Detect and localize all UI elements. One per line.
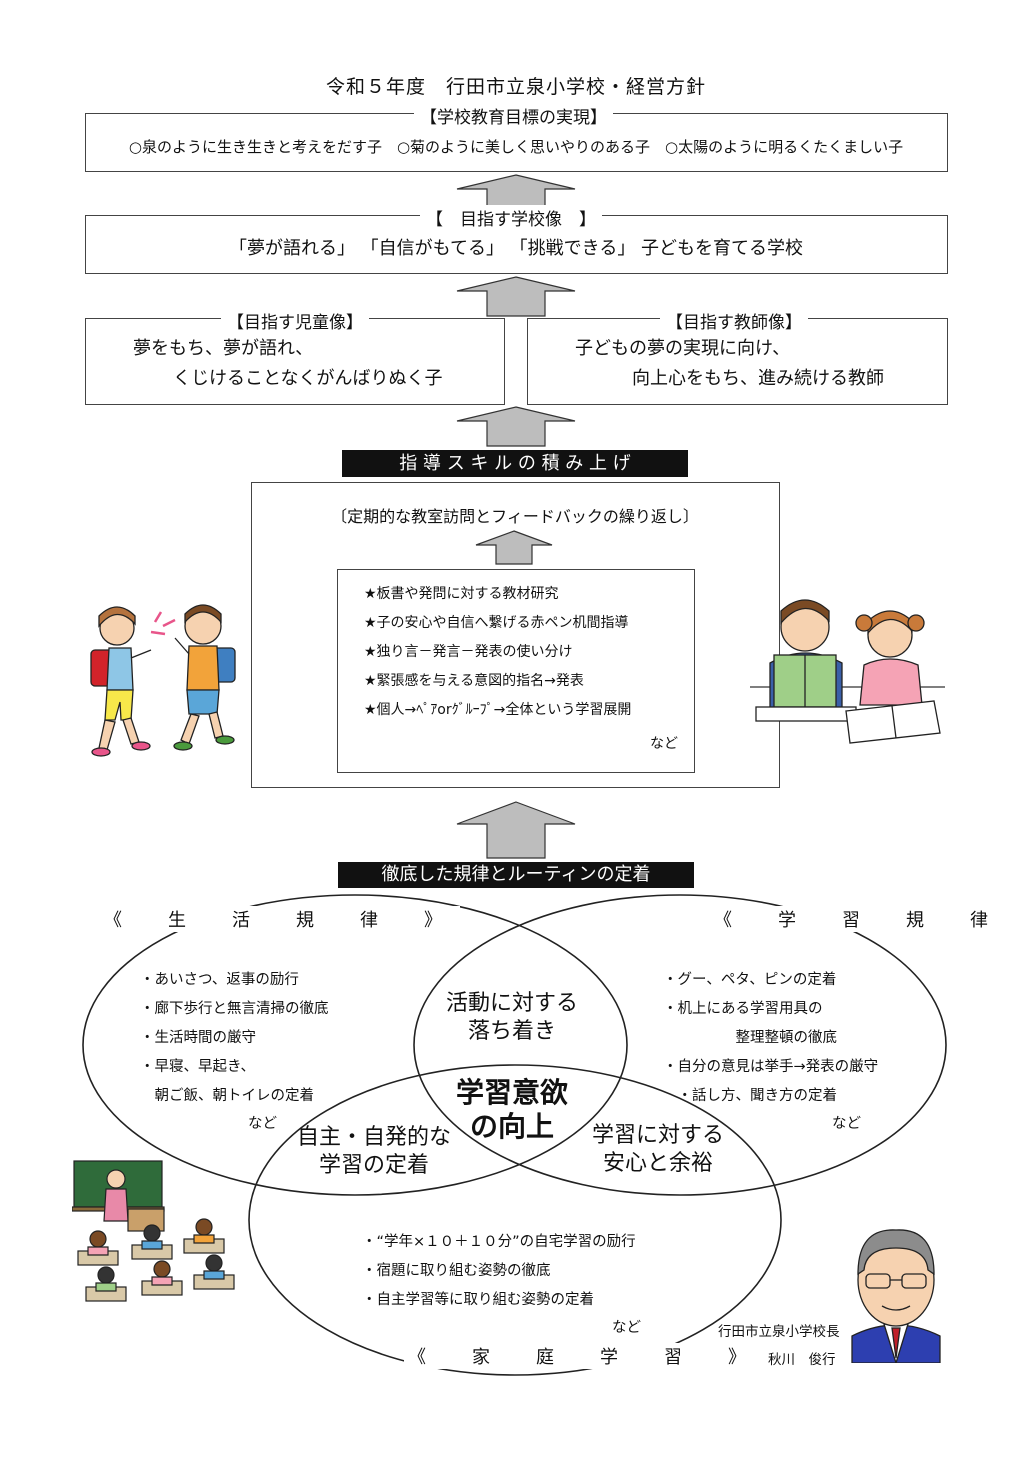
skills-box: 〔定期的な教室訪問とフィードバックの繰り返し〕 ★板書や発問に対する教材研究 ★… [251,482,780,788]
overlap-life-study-line-1: 活動に対する [445,991,578,1016]
study-rule-item: ・机上にある学習用具の [663,1001,823,1017]
goals-box: ○泉のように生き生きと考えをだす子 ○菊のように美しく思いやりのある子 ○太陽の… [85,113,948,172]
goals-heading: 【学校教育目標の実現】 [414,103,613,128]
skills-bar: 指 導 ス キ ル の 積 み 上 げ [342,450,688,477]
overlap-study-home-line-1: 学習に対する [591,1123,724,1148]
routine-bar: 徹底した規律とルーティンの定着 [338,862,694,888]
overlap-center-line-2: の向上 [469,1110,554,1143]
school-vision-heading: 【 目指す学校像 】 [420,205,602,230]
life-rules-title: 《 生 活 規 律 》 [100,906,460,932]
overlap-center-line-1: 学習意欲 [455,1076,568,1109]
goals-text: ○泉のように生き生きと考えをだす子 ○菊のように美しく思いやりのある子 ○太陽の… [128,138,904,156]
skill-item: ★子の安心や自信へ繋げる赤ペン机間指導 [364,615,629,631]
venn-circle-life [82,894,628,1196]
home-study-etc: など [612,1320,641,1336]
skills-subtitle: 〔定期的な教室訪問とフィードバックの繰り返し〕 [331,507,699,526]
overlap-study-home: 学習に対する 安心と余裕 [578,1122,738,1178]
arrow-up-icon [456,276,576,317]
arrow-up-icon [475,530,553,565]
overlap-life-home-line-2: 学習の定着 [318,1153,429,1178]
study-rule-item: ・話し方、聞き方の定着 [663,1088,837,1104]
principal-portrait [851,1229,941,1363]
skill-item: ★板書や発問に対する教材研究 [364,586,559,602]
venn-circle-home [248,1064,782,1376]
home-study-item: ・宿題に取り組む姿勢の徹底 [362,1263,551,1279]
page-title: 令和５年度 行田市立泉小学校・経営方針 [325,76,706,98]
life-rule-item: ・廊下歩行と無言清掃の徹底 [140,1001,329,1017]
child-ideal-heading: 【目指す児童像】 [221,308,369,333]
overlap-center: 学習意欲 の向上 [432,1076,592,1144]
study-rules-title: 《 学 習 規 律 》 [710,906,1032,932]
study-rules-etc: など [832,1116,861,1132]
school-vision-text: 「夢が語れる」 「自信がもてる」 「挑戦できる」 子どもを育てる学校 [228,238,804,259]
home-study-item: ・“学年×１０＋１０分”の自宅学習の励行 [362,1234,636,1250]
child-ideal-line-1: 夢をもち、夢が語れ、 [133,338,314,359]
signature-name: 秋川 俊行 [768,1352,836,1368]
children-greeting-illustration [90,604,236,757]
life-rule-item: ・早寝、早起き、 [140,1059,255,1075]
venn-circle-study [413,894,947,1196]
overlap-study-home-line-2: 安心と余裕 [602,1151,713,1176]
life-rules-etc: など [248,1116,277,1132]
child-ideal-line-2: くじけることなくがんばりぬく子 [173,368,443,389]
study-rule-item: ・自分の意見は挙手→発表の厳守 [663,1059,879,1075]
life-rule-item: 朝ご飯、朝トイレの定着 [140,1088,314,1104]
home-study-title: 《 家 庭 学 習 》 [404,1343,764,1369]
home-study-item: ・自主学習等に取り組む姿勢の定着 [362,1292,594,1308]
children-reading-illustration [750,599,945,744]
life-rule-item: ・あいさつ、返事の励行 [140,972,299,988]
teacher-ideal-box: 子どもの夢の実現に向け、 向上心をもち、進み続ける教師 [527,318,948,405]
study-rule-item: 整理整頓の徹底 [663,1030,837,1046]
teacher-ideal-heading: 【目指す教師像】 [660,308,808,333]
skills-list-box: ★板書や発問に対する教材研究 ★子の安心や自信へ繋げる赤ペン机間指導 ★独り言－… [337,569,695,773]
skills-etc: など [650,736,678,752]
skill-item: ★個人→ﾍﾟｱorｸﾞﾙｰﾌﾟ→全体という学習展開 [364,702,632,718]
arrow-up-icon [456,801,576,859]
overlap-life-study-line-2: 落ち着き [467,1019,556,1044]
study-rule-item: ・グー、ペタ、ピンの定着 [663,972,837,988]
skill-item: ★独り言－発言－発表の使い分け [364,644,573,660]
arrow-up-icon [456,406,576,447]
skill-item: ★緊張感を与える意図的指名→発表 [364,673,584,689]
teacher-ideal-line-2: 向上心をもち、進み続ける教師 [632,368,884,389]
overlap-life-home: 自主・自発的な 学習の定着 [294,1124,454,1180]
classroom-illustration [72,1160,235,1302]
overlap-life-home-line-1: 自主・自発的な [296,1125,451,1150]
life-rule-item: ・生活時間の厳守 [140,1030,256,1046]
overlap-life-study: 活動に対する 落ち着き [432,990,592,1046]
signature-role: 行田市立泉小学校長 [718,1324,840,1340]
teacher-ideal-line-1: 子どもの夢の実現に向け、 [575,338,791,359]
